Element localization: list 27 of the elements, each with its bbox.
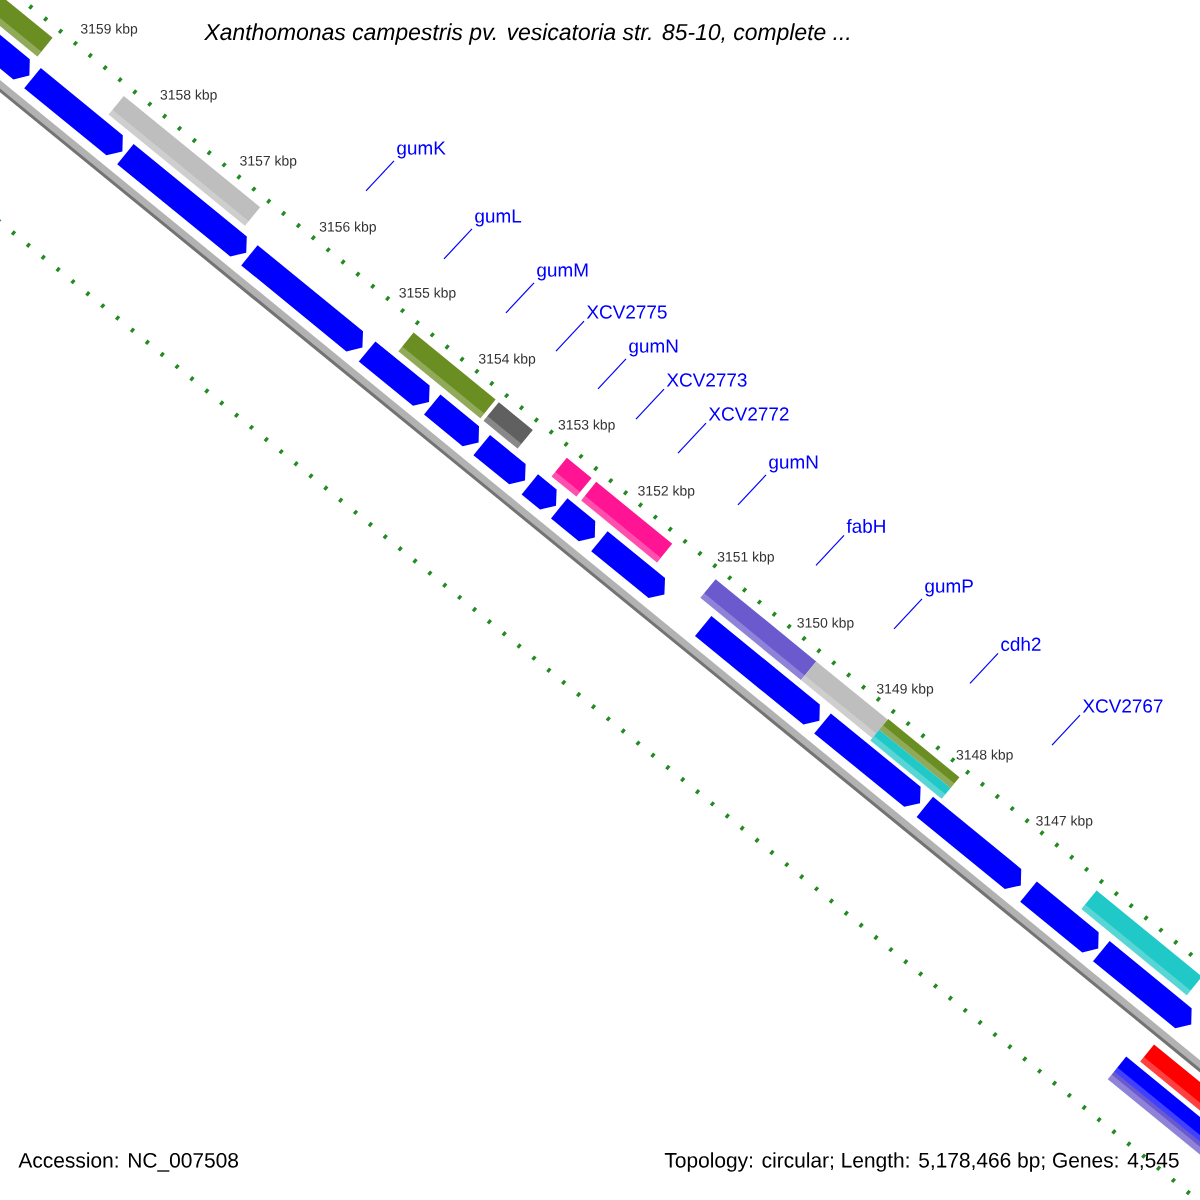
gene-label: fabH — [846, 519, 885, 533]
footer-text: Accession: NC_007508 — [18, 1152, 238, 1172]
gene-label: cdh2 — [1001, 637, 1041, 651]
leader-line — [443, 228, 473, 260]
leader-line — [597, 358, 627, 390]
leader-line — [677, 422, 707, 454]
gene-label: gumN — [769, 455, 818, 473]
leader-line — [505, 282, 535, 314]
gene-label: XCV2772 — [708, 407, 789, 421]
gene-label: gumK — [397, 141, 446, 159]
title: Xanthomonas campestris pv. vesicatoria str. 85-10, complete ... — [203, 23, 849, 45]
gene-label: gumM — [537, 263, 588, 281]
leader-line — [635, 388, 665, 420]
gene-label: gumL — [475, 209, 522, 227]
leader-line — [815, 534, 845, 566]
leader-line — [893, 598, 923, 630]
gene-label: gumN — [629, 339, 678, 357]
leader-line — [365, 160, 395, 192]
footer-text: Topology: circular; Length: 5,178,466 bp; Genes: 4,545 — [664, 1152, 1179, 1172]
gene-label: gumP — [925, 579, 973, 597]
leader-line — [737, 474, 767, 506]
gene-label: XCV2773 — [666, 373, 747, 387]
gene-label: XCV2767 — [1082, 699, 1163, 713]
gene-label: XCV2775 — [586, 305, 667, 319]
leader-line — [969, 652, 999, 684]
leader-line — [1051, 714, 1081, 746]
leader-line — [555, 320, 585, 352]
